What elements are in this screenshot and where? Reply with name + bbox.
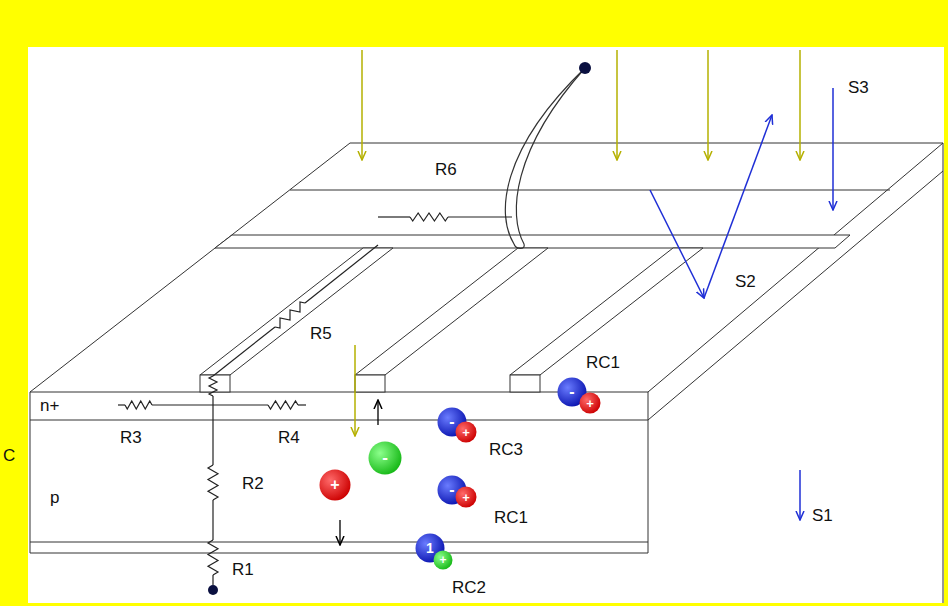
circle-outline bbox=[320, 470, 351, 501]
resistor-symbol bbox=[268, 401, 298, 409]
circle-outline bbox=[456, 487, 477, 508]
circle-outline bbox=[456, 422, 477, 443]
charge-circle: + bbox=[433, 550, 453, 570]
finger bbox=[355, 248, 548, 375]
resistor-symbol bbox=[378, 216, 410, 217]
resistor-symbol bbox=[275, 302, 305, 328]
resistor-symbol bbox=[305, 245, 378, 303]
callout-label: R1 bbox=[230, 560, 256, 580]
finger bbox=[510, 248, 703, 375]
contact-grid bbox=[200, 235, 850, 392]
charge-circle: + bbox=[319, 469, 351, 501]
callout-label: C bbox=[1, 446, 17, 466]
resistor-symbol bbox=[298, 404, 306, 405]
charge-circle: + bbox=[455, 486, 477, 508]
resistor-symbol bbox=[212, 396, 213, 465]
resistor-symbol bbox=[212, 500, 213, 540]
charge-sign: + bbox=[455, 421, 477, 443]
wire bbox=[505, 68, 585, 249]
callout-label: S3 bbox=[846, 78, 871, 98]
resistor-symbol bbox=[213, 327, 275, 376]
terminal bbox=[208, 585, 218, 595]
resistor-network bbox=[118, 213, 512, 585]
loss-ray bbox=[650, 88, 833, 520]
resistor-symbol bbox=[209, 376, 217, 396]
callout-label: R4 bbox=[276, 428, 302, 448]
finger-end bbox=[355, 375, 385, 392]
light-ray bbox=[355, 50, 800, 436]
busbar bbox=[215, 235, 850, 248]
resistor-symbol bbox=[208, 540, 218, 575]
charge-sign: - bbox=[368, 441, 402, 475]
resistor-symbol bbox=[448, 216, 512, 217]
callout-label: RC1 bbox=[584, 353, 622, 373]
callout-label: R6 bbox=[433, 160, 459, 180]
circle-outline bbox=[369, 442, 402, 475]
callout-label: S2 bbox=[733, 272, 758, 292]
callout-label: R5 bbox=[308, 324, 334, 344]
circle-outline bbox=[580, 393, 601, 414]
charge-sign: + bbox=[455, 486, 477, 508]
callout-label: R3 bbox=[118, 428, 144, 448]
resistor-symbol bbox=[125, 401, 152, 409]
callout-label: RC2 bbox=[450, 578, 488, 598]
callout-label: R2 bbox=[240, 474, 266, 494]
circle-outline bbox=[434, 551, 453, 570]
callout-label: RC1 bbox=[492, 508, 530, 528]
charge-sign: + bbox=[579, 392, 601, 414]
resistor-symbol bbox=[410, 213, 448, 221]
layer-label: p bbox=[48, 488, 61, 508]
finger-end bbox=[510, 375, 540, 392]
callout-label: RC3 bbox=[487, 440, 525, 460]
resistor-symbol bbox=[152, 404, 268, 405]
charge-circle: - bbox=[368, 441, 402, 475]
carrier-arrow bbox=[340, 400, 378, 545]
terminal bbox=[579, 62, 591, 74]
finger bbox=[200, 248, 393, 375]
resistor-symbol bbox=[118, 404, 125, 405]
slab-outline bbox=[30, 143, 943, 603]
callout-label: S1 bbox=[810, 506, 835, 526]
layer-label: n+ bbox=[38, 396, 61, 416]
charge-sign: + bbox=[319, 469, 351, 501]
resistor-symbol bbox=[208, 465, 218, 500]
resistor-symbol bbox=[212, 575, 213, 585]
charge-circle: + bbox=[455, 421, 477, 443]
charge-sign: + bbox=[433, 550, 453, 570]
charge-circle: + bbox=[579, 392, 601, 414]
background-panel bbox=[28, 47, 944, 603]
